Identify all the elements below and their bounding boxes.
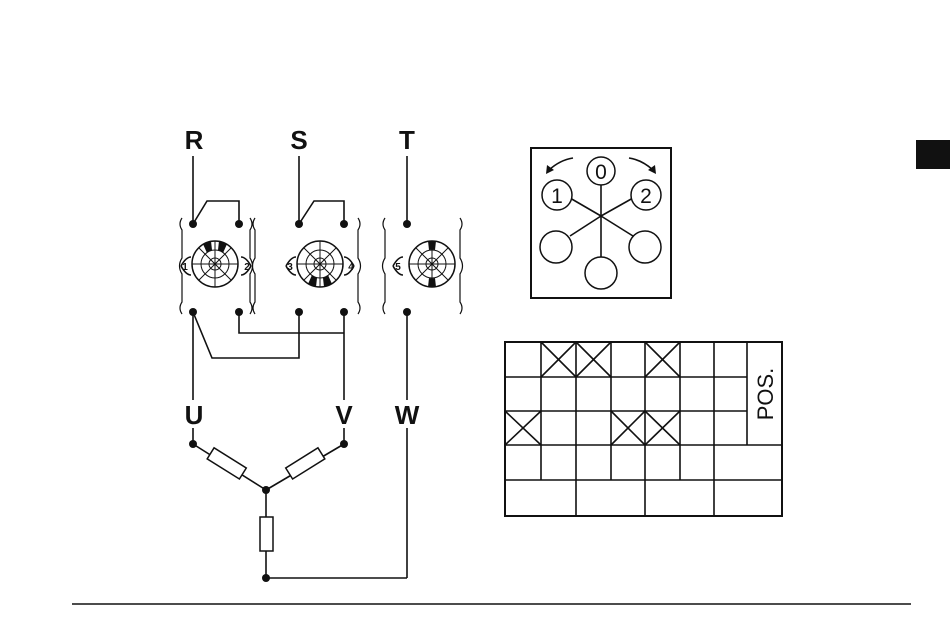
contact-label-2: 2	[244, 262, 250, 273]
star-load	[189, 428, 407, 582]
phase-label-u: U	[185, 400, 204, 430]
position-circle-empty-bottom	[585, 257, 617, 289]
contact-label-1: 1	[182, 262, 188, 273]
phase-label-s: S	[290, 125, 307, 155]
phase-label-r: R	[185, 125, 204, 155]
selector-box: 0 1 2	[531, 148, 671, 298]
output-wiring	[189, 308, 411, 400]
position-number-1: 1	[551, 185, 563, 208]
position-circle-empty-right	[629, 231, 661, 263]
contact-label-3: 3	[287, 262, 293, 273]
phase-label-v: V	[335, 400, 353, 430]
input-wiring	[193, 156, 407, 224]
rotor-3	[409, 241, 455, 288]
contact-label-5: 5	[395, 262, 401, 273]
position-table-header: POS.	[753, 368, 778, 421]
position-number-0: 0	[595, 161, 607, 184]
rotor-1	[192, 241, 238, 287]
phase-label-w: W	[395, 400, 420, 430]
rotor-2	[297, 241, 343, 287]
position-circle-empty-left	[540, 231, 572, 263]
position-number-2: 2	[640, 185, 652, 208]
side-tab-marker	[916, 140, 950, 169]
contact-label-4: 4	[348, 262, 354, 273]
phase-label-t: T	[399, 125, 415, 155]
position-table: POS.	[505, 342, 782, 516]
top-terminals	[189, 220, 411, 228]
